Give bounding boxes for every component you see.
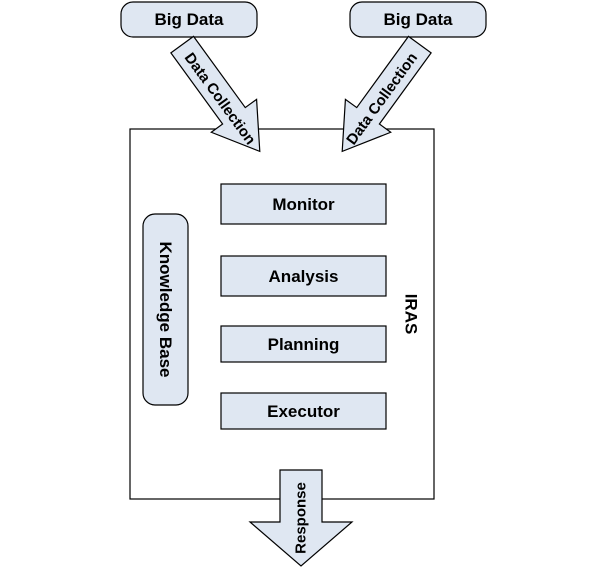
analysis-stage-label: Analysis — [269, 267, 339, 286]
iras-system-label: IRAS — [402, 294, 421, 335]
analysis-stage-box — [220, 255, 387, 297]
knowledge-base-box — [142, 213, 189, 406]
big-data-source-right — [349, 1, 487, 38]
planning-stage-box — [220, 325, 387, 363]
executor-stage-box — [220, 392, 387, 430]
big-data-label-left: Big Data — [155, 10, 225, 29]
big-data-source-left — [120, 1, 258, 38]
monitor-stage-label: Monitor — [272, 195, 335, 214]
big-data-label-right: Big Data — [384, 10, 454, 29]
response-arrow — [248, 469, 354, 567]
knowledge-base-label: Knowledge Base — [156, 241, 175, 377]
planning-stage-label: Planning — [268, 335, 340, 354]
response-label: Response — [293, 482, 310, 554]
executor-stage-label: Executor — [267, 402, 340, 421]
monitor-stage-box — [220, 183, 387, 225]
